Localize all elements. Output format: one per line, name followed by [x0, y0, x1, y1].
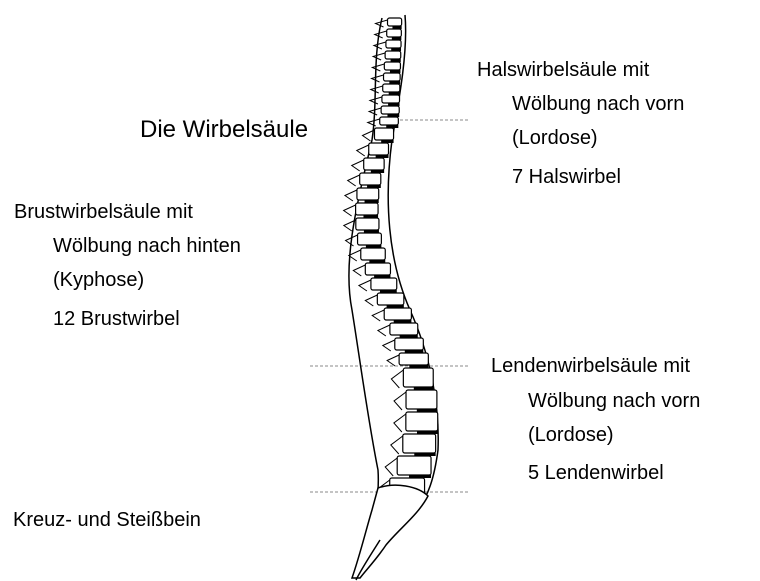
vertebra-body — [387, 29, 402, 37]
spinous-process — [375, 31, 387, 38]
vertebrae-group — [344, 18, 438, 500]
diagram-title: Die Wirbelsäule — [140, 116, 308, 144]
brust-curve: Wölbung nach hinten — [53, 234, 241, 258]
spinous-process — [394, 414, 406, 432]
vertebra-body — [369, 143, 389, 155]
spinous-process — [352, 160, 364, 171]
spinous-process — [387, 355, 399, 366]
hals-curve: Wölbung nach vorn — [512, 92, 684, 116]
vertebra-body — [364, 158, 384, 170]
vertebra-body — [406, 390, 437, 409]
spinous-process — [353, 265, 365, 276]
vertebra-body — [403, 368, 433, 387]
spinous-process — [357, 145, 369, 156]
sacrum-shape — [352, 485, 428, 578]
spinous-process — [391, 370, 403, 388]
spinous-process — [359, 280, 371, 291]
hals-count: 7 Halswirbel — [512, 165, 621, 189]
vertebra-body — [361, 248, 385, 260]
spinous-process — [345, 190, 357, 201]
lenden-heading: Lendenwirbelsäule mit — [491, 354, 690, 378]
vertebra-body — [358, 233, 382, 245]
spinous-process — [344, 205, 356, 216]
spinous-process — [383, 340, 395, 351]
spinous-process — [394, 392, 406, 410]
spinous-process — [365, 295, 377, 306]
spinous-process — [372, 310, 384, 321]
vertebra-body — [384, 62, 400, 70]
vertebra-body — [388, 18, 402, 26]
vertebra-body — [386, 40, 401, 48]
spinous-process — [372, 75, 384, 82]
vertebra-body — [374, 128, 393, 140]
brust-type: (Kyphose) — [53, 268, 144, 292]
vertebra-body — [357, 188, 379, 200]
spinous-process — [348, 175, 360, 186]
vertebra-body — [356, 218, 379, 230]
vertebra-body — [356, 203, 378, 215]
lenden-curve: Wölbung nach vorn — [528, 389, 700, 413]
spinous-process — [372, 64, 384, 71]
kreuz-label: Kreuz- und Steißbein — [13, 508, 201, 532]
vertebra-body — [384, 73, 401, 81]
vertebra-body — [365, 263, 390, 275]
hals-type: (Lordose) — [512, 126, 598, 150]
vertebra-body — [360, 173, 381, 185]
vertebra-body — [377, 293, 404, 305]
lenden-type: (Lordose) — [528, 423, 614, 447]
brust-heading: Brustwirbelsäule mit — [14, 200, 193, 224]
spinous-process — [374, 42, 386, 49]
brust-count: 12 Brustwirbel — [53, 307, 180, 331]
spinous-process — [378, 325, 390, 336]
vertebra-body — [403, 434, 436, 453]
spinous-process — [391, 436, 403, 454]
vertebra-body — [382, 95, 400, 103]
vertebra-body — [371, 278, 397, 290]
vertebra-body — [383, 84, 400, 92]
vertebra-body — [397, 456, 431, 475]
vertebra-body — [380, 117, 399, 125]
vertebra-body — [395, 338, 424, 350]
vertebra-body — [399, 353, 428, 365]
spinous-process — [385, 458, 397, 476]
lenden-count: 5 Lendenwirbel — [528, 461, 664, 485]
hals-heading: Halswirbelsäule mit — [477, 58, 649, 82]
spinous-process — [370, 97, 382, 104]
vertebra-body — [406, 412, 438, 431]
vertebra-body — [390, 323, 418, 335]
vertebra-body — [381, 106, 399, 114]
vertebra-body — [384, 308, 411, 320]
vertebra-body — [385, 51, 401, 59]
spinous-process — [371, 86, 383, 93]
spinous-process — [373, 53, 385, 60]
